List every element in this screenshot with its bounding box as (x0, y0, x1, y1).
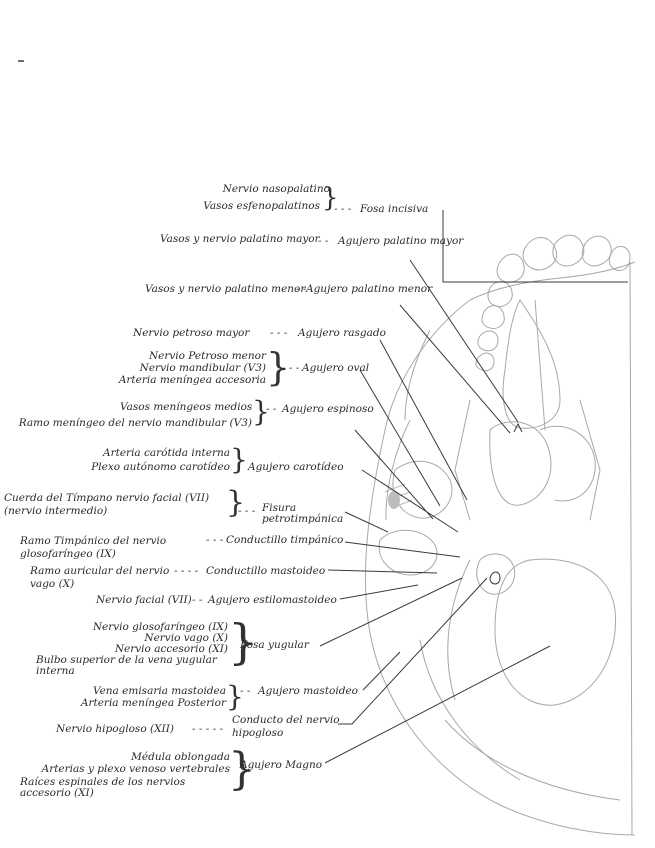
label-petroso-menor: Nervio Petroso menor (120, 351, 266, 362)
dash-leader: - - - (282, 363, 299, 374)
foramen-conducto-hipogloso: Conducto del nervio hipogloso (232, 714, 342, 740)
label-plexo-autonomo: Plexo autónomo carotídeo (60, 462, 230, 473)
foramen-rasgado: Agujero rasgado (298, 328, 386, 339)
label-vasos-esfenopalatinos: Vasos esfenopalatinos (170, 201, 320, 212)
dash-leader: - - - (270, 328, 287, 339)
label-meningea-accesoria: Arteria meníngea accesoria (96, 375, 266, 386)
dash-leader: - - (266, 404, 276, 415)
dash-leader: - - - (334, 204, 351, 215)
foramen-espinoso: Agujero espinoso (282, 404, 374, 415)
dash-leader: - - - (238, 506, 255, 517)
dash-leader: - - - - (174, 566, 198, 577)
foramen-palatino-menor: Agujero palatino menor (306, 284, 432, 295)
dash-leader: - - - - - (192, 724, 223, 735)
foramen-fisura-petrotimpanica: Fisura petrotimpánica (262, 503, 352, 525)
label-meningeos-medios: Vasos meníngeos medios (120, 402, 252, 413)
foramen-fosa-incisiva: Fosa incisiva (360, 204, 428, 215)
foramen-oval: Agujero oval (302, 363, 369, 374)
foramen-estilomastoideo: Agujero estilomastoideo (208, 595, 337, 606)
label-medula-oblongada: Médula oblongada (60, 752, 230, 763)
label-ramo-timpanico: Ramo Timpánico del nervio glosofaríngeo … (20, 535, 208, 561)
label-meningea-posterior: Arteria meníngea Posterior (58, 698, 226, 709)
foramen-fosa-yugular: Fosa yugular (240, 640, 309, 651)
label-ramo-auricular: Ramo auricular del nervio vago (X) (30, 565, 175, 591)
label-ramo-meningeo: Ramo meníngeo del nervio mandibular (V3) (4, 418, 252, 429)
brace-g7: } (230, 446, 248, 474)
label-carotida-interna: Arteria carótida interna (80, 448, 230, 459)
dash-leader: - - (296, 284, 306, 295)
foramen-mastoideo: Agujero mastoideo (258, 686, 358, 697)
label-cuerda-timpano: Cuerda del Tímpano nervio facial (VII) (… (4, 492, 226, 518)
label-nervio-nasopalatino: Nervio nasopalatino (190, 184, 330, 195)
foramen-conductillo-mastoideo: Conductillo mastoideo (206, 566, 325, 577)
label-raices-espinales: Raíces espinales de los nervios accesori… (20, 777, 235, 799)
foramen-palatino-mayor: Agujero palatino mayor (338, 236, 463, 247)
foramen-conductillo-timpanico: Conductillo timpánico (226, 535, 343, 546)
foramen-carotideo: Agujero carotídeo (248, 462, 344, 473)
dash-leader: - - (192, 595, 202, 606)
label-petroso-mayor: Nervio petroso mayor (133, 328, 249, 339)
dash-leader: - - - (206, 535, 223, 546)
dash-leader: - - (240, 686, 250, 697)
label-mandibular-v3: Nervio mandibular (V3) (120, 363, 266, 374)
label-palatino-mayor: Vasos y nervio palatino mayor (160, 234, 320, 245)
label-arterias-plexo-venoso: Arterias y plexo venoso vertebrales (14, 764, 230, 775)
label-nervio-facial: Nervio facial (VII) (96, 595, 192, 606)
dash-leader: - - (318, 236, 328, 247)
label-bulbo-superior: Bulbo superior de la vena yugular intern… (36, 655, 232, 677)
label-nervio-hipogloso: Nervio hipogloso (XII) (56, 724, 174, 735)
label-palatino-menor: Vasos y nervio palatino menor (145, 284, 305, 295)
label-vena-emisaria: Vena emisaria mastoidea (80, 686, 226, 697)
foramen-magno: Agujero Magno (240, 760, 322, 771)
